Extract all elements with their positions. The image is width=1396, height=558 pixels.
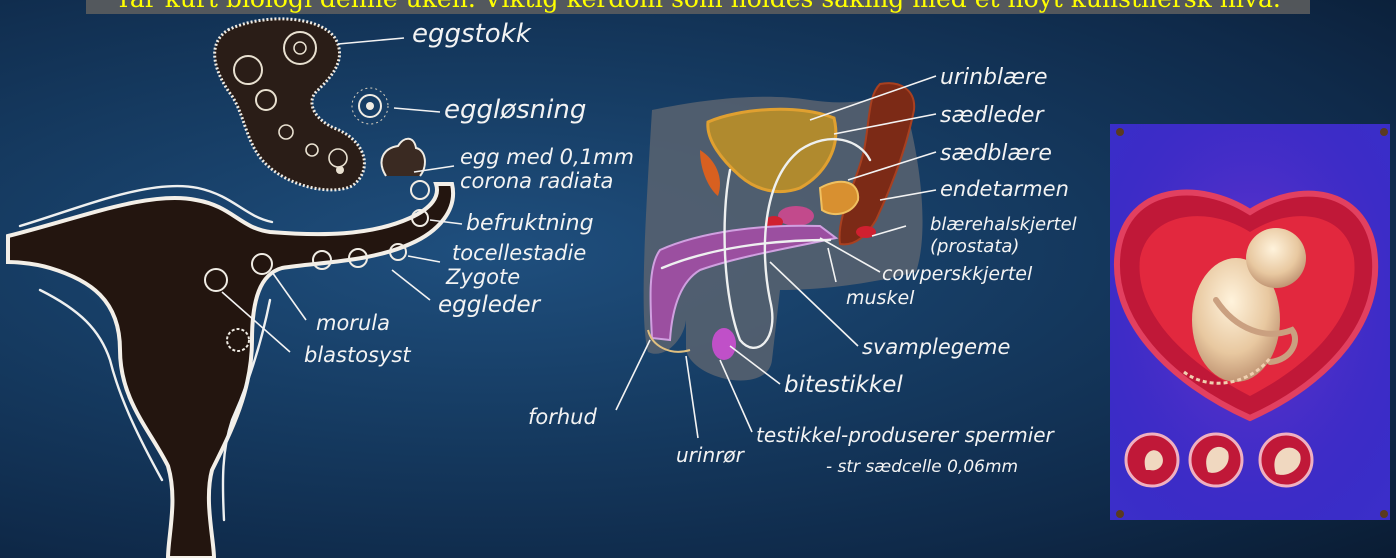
label-svamplegeme: svamplegeme: [862, 335, 1010, 359]
label-eggstokk: eggstokk: [412, 19, 532, 49]
label-urinror: urinrør: [676, 443, 746, 467]
fetus-head: [1246, 228, 1306, 288]
caption-bar: Tar kurt biologi denne uken. Viktig kerd…: [86, 0, 1310, 14]
label-saedblaere: sædblære: [940, 141, 1052, 166]
label-befruktning: befruktning: [466, 211, 594, 236]
label-egg-size: egg med 0,1mm: [460, 145, 634, 169]
label-saedcelle-size: - str sædcelle 0,06mm: [826, 457, 1018, 477]
label-urinblaere: urinblære: [940, 65, 1048, 90]
label-tocellestadie: tocellestadie: [452, 241, 586, 265]
label-bitestikkel: bitestikkel: [784, 372, 903, 398]
uterus-drawing: [8, 184, 453, 558]
label-prostata: (prostata): [930, 236, 1019, 257]
caption-text: Tar kurt biologi denne uken. Viktig kerd…: [86, 0, 1310, 13]
female-reproductive-drawing: [8, 19, 462, 558]
label-zygote: Zygote: [445, 265, 520, 289]
label-muskel: muskel: [846, 287, 915, 309]
label-saedleder: sædleder: [940, 103, 1045, 128]
fetal-development-poster: [1110, 124, 1390, 520]
label-testikkel: testikkel-produserer spermier: [756, 423, 1056, 447]
label-egglosning: eggløsning: [444, 95, 586, 125]
label-morula: morula: [316, 311, 390, 335]
label-endetarmen: endetarmen: [940, 177, 1069, 201]
label-cowperskkjertel: cowperskkjertel: [882, 263, 1033, 285]
label-blastosyst: blastosyst: [304, 343, 411, 367]
label-eggleder: eggleder: [438, 292, 542, 318]
label-blaerehalskjertel: blærehalskjertel: [930, 214, 1077, 235]
ovary-drawing: [215, 19, 365, 190]
label-corona-radiata: corona radiata: [460, 169, 613, 193]
label-forhud: forhud: [528, 405, 597, 429]
